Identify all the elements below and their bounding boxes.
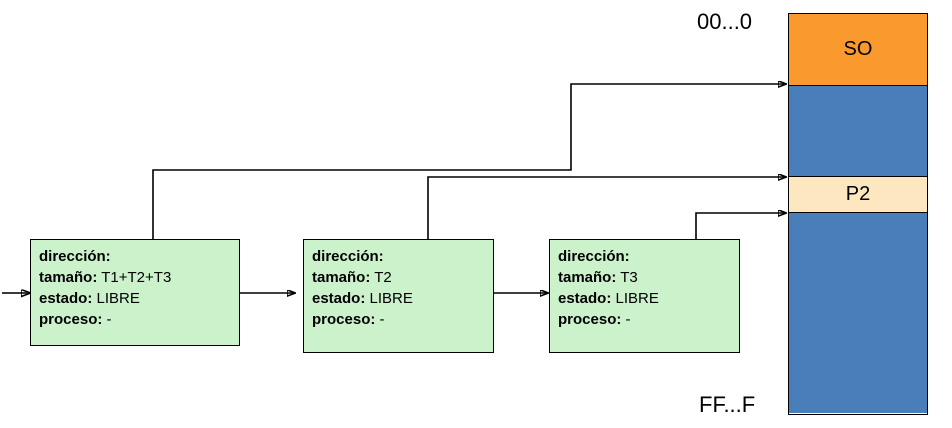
descriptor-field-tamano: tamaño: T1+T2+T3 — [39, 267, 239, 288]
descriptor-field-estado: estado: LIBRE — [558, 288, 739, 309]
field-key-proceso: proceso: — [312, 311, 376, 328]
field-key-direccion: dirección: — [39, 248, 111, 265]
descriptor-field-estado: estado: LIBRE — [39, 288, 239, 309]
pointer-box2-to-memory — [427, 177, 786, 240]
field-key-estado: estado: — [558, 290, 612, 307]
field-value-proceso: - — [625, 311, 631, 328]
field-value-proceso: - — [106, 311, 112, 328]
descriptor-block-3[interactable]: dirección: tamaño: T3 estado: LIBRE proc… — [549, 239, 740, 353]
field-key-proceso: proceso: — [39, 311, 103, 328]
memory-map-bar: SO P2 — [788, 13, 928, 415]
descriptor-field-direccion: dirección: — [39, 246, 239, 267]
descriptor-field-tamano: tamaño: T3 — [558, 267, 739, 288]
address-label-bottom: FF...F — [699, 392, 756, 417]
field-value-estado: LIBRE — [96, 290, 140, 307]
descriptor-block-2[interactable]: dirección: tamaño: T2 estado: LIBRE proc… — [303, 239, 494, 353]
field-value-estado: LIBRE — [369, 290, 413, 307]
field-key-direccion: dirección: — [558, 248, 630, 265]
field-key-tamano: tamaño: — [39, 269, 98, 286]
descriptor-field-tamano: tamaño: T2 — [312, 267, 493, 288]
descriptor-field-direccion: dirección: — [558, 246, 739, 267]
descriptor-field-proceso: proceso: - — [39, 309, 239, 330]
memory-segment-so[interactable]: SO — [789, 14, 927, 86]
address-label-top: 00...0 — [697, 9, 753, 34]
descriptor-block-1[interactable]: dirección: tamaño: T1+T2+T3 estado: LIBR… — [30, 239, 240, 346]
field-key-estado: estado: — [39, 290, 93, 307]
field-key-direccion: dirección: — [312, 248, 384, 265]
descriptor-field-proceso: proceso: - — [312, 309, 493, 330]
field-value-tamano: T2 — [374, 269, 392, 286]
field-value-tamano: T1+T2+T3 — [101, 269, 172, 286]
descriptor-field-estado: estado: LIBRE — [312, 288, 493, 309]
field-key-tamano: tamaño: — [312, 269, 371, 286]
memory-segment-free-2[interactable] — [789, 213, 927, 413]
field-value-proceso: - — [379, 311, 385, 328]
pointer-box3-to-memory — [695, 213, 786, 240]
pointer-box1-to-memory — [152, 84, 786, 240]
descriptor-field-proceso: proceso: - — [558, 309, 739, 330]
field-key-proceso: proceso: — [558, 311, 622, 328]
field-value-tamano: T3 — [620, 269, 638, 286]
field-key-tamano: tamaño: — [558, 269, 617, 286]
memory-segment-p2[interactable]: P2 — [789, 177, 927, 213]
descriptor-field-direccion: dirección: — [312, 246, 493, 267]
field-value-estado: LIBRE — [615, 290, 659, 307]
memory-segment-free-1[interactable] — [789, 86, 927, 177]
field-key-estado: estado: — [312, 290, 366, 307]
